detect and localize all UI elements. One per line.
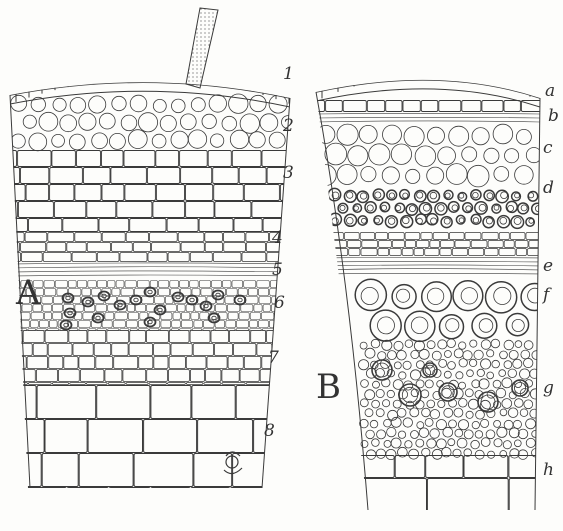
b-layer-b-lines	[316, 113, 540, 122]
panel-a-label-2: 2	[283, 118, 294, 135]
b-layer-f-vessels	[355, 279, 548, 341]
a-layer-7-cells	[0, 331, 304, 385]
b-layer-h-pith	[261, 479, 563, 531]
panel-a-label-7: 7	[268, 350, 279, 367]
panel-b-label-h: h	[543, 462, 554, 479]
panel-b-label-a: a	[545, 83, 555, 100]
a-layer-8-cells	[0, 386, 337, 490]
a-epidermal-hair	[186, 8, 218, 88]
a-layer-2-cells	[11, 94, 295, 151]
panel-b-label-b: b	[548, 108, 559, 125]
b-layer-h-cells	[295, 456, 550, 478]
a-layer-6-sclereids	[61, 288, 246, 330]
panel-b-label-e: e	[543, 258, 553, 275]
panel-a-label-3: 3	[283, 165, 294, 182]
panel-b-label-c: c	[543, 140, 553, 157]
b-layer-d-cells	[328, 188, 543, 228]
panel-b-drawing	[261, 66, 563, 530]
panel-a-label-8: 8	[264, 423, 275, 440]
panel-a-label-5: 5	[272, 262, 283, 279]
a-layer-3-cells	[0, 151, 323, 232]
panel-a-label-6: 6	[274, 295, 285, 312]
a-layer-4-cells	[0, 233, 305, 262]
panel-a-letter: A	[16, 276, 41, 310]
panel-b-label-f: f	[543, 287, 549, 304]
panel-b-label-g: g	[543, 380, 554, 397]
panel-b-label-d: d	[543, 180, 554, 197]
panel-b-letter: B	[316, 370, 341, 404]
panel-a-label-1: 1	[283, 66, 294, 83]
b-layer-c-cells	[315, 124, 541, 187]
panel-a-label-4: 4	[272, 230, 283, 247]
b-layer-g-cells	[359, 339, 541, 460]
a-layer-5-lines	[10, 263, 290, 276]
b-layer-a-cells	[305, 101, 543, 112]
b-layer-e-lines	[316, 257, 540, 274]
